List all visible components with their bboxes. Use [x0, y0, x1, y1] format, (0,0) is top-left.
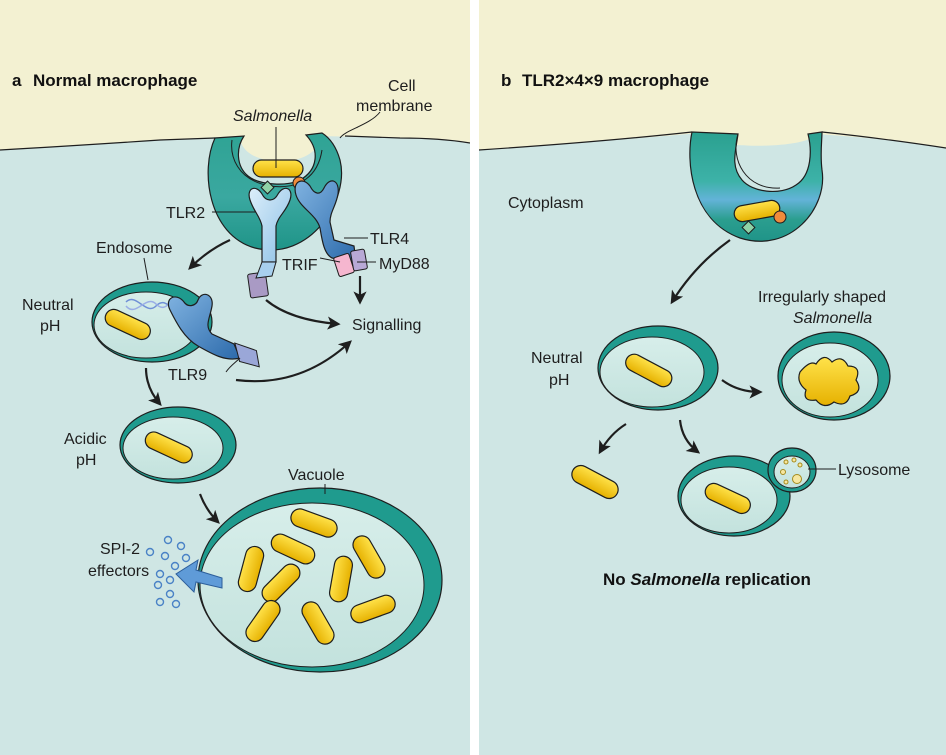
panel-b-extracellular — [479, 0, 946, 150]
panel-b-salmonella — [733, 199, 781, 223]
free-salmonella — [571, 464, 619, 500]
trif-label: TRIF — [282, 257, 318, 274]
acidic-ph-label-line2: pH — [76, 452, 96, 469]
neutral-ph-label-line2: pH — [40, 318, 60, 335]
irregular-salmonella — [798, 356, 860, 407]
vacuole-salmonella-group — [237, 508, 396, 645]
panel-b-title: TLR2×4×9 macrophage — [522, 71, 709, 90]
spi2-label-line2: effectors — [88, 563, 149, 580]
lysosome-label: Lysosome — [838, 462, 910, 479]
panel-b-neutral-ph-label-line1: Neutral — [531, 350, 583, 367]
salmonella-label: Salmonella — [233, 108, 312, 125]
endosome-salmonella — [104, 308, 151, 341]
panel-b-letter: b — [501, 71, 511, 90]
panel-b: b TLR2×4×9 macrophage Cytoplasm Neutral … — [478, 0, 946, 755]
panel-b-endocytic-pit — [689, 131, 824, 242]
panel-a-extracellular — [0, 0, 470, 162]
panel-a-letter: a — [12, 71, 22, 90]
panel-b-vesicle-salmonella — [625, 353, 673, 388]
cytoplasm-label: Cytoplasm — [508, 195, 584, 212]
endosome-label: Endosome — [96, 240, 173, 257]
spi2-effector-dots — [145, 535, 191, 609]
panel-b-lipoprotein-ligand — [773, 210, 787, 224]
spi2-label-line1: SPI-2 — [100, 541, 140, 558]
acidic-salmonella — [144, 431, 193, 464]
panel-a: a Normal macrophage Salmonella Cell memb… — [0, 0, 471, 755]
signalling-label: Signalling — [352, 317, 421, 334]
panel-a-title: Normal macrophage — [33, 71, 197, 90]
acidic-ph-label-line1: Acidic — [64, 431, 107, 448]
tlr2-receptor — [247, 187, 292, 299]
neutral-ph-label-line1: Neutral — [22, 297, 74, 314]
spi2-secretion-arrow — [175, 558, 223, 594]
irregular-label-line2: Salmonella — [793, 310, 872, 327]
panel-b-lps-ligand — [741, 220, 756, 235]
tlr2-label: TLR2 — [166, 205, 205, 222]
myd88-label: MyD88 — [379, 256, 430, 273]
no-replication-caption: No Salmonella replication — [603, 570, 811, 589]
cell-membrane-label-line1: Cell — [388, 78, 416, 95]
endocytic-pit — [207, 132, 342, 251]
panel-a-arrows — [144, 238, 367, 524]
tlr9-label: TLR9 — [168, 367, 207, 384]
panel-divider — [470, 0, 479, 755]
cell-membrane-label-line2: membrane — [356, 98, 433, 115]
salmonella-bacterium — [252, 159, 304, 178]
lps-ligand — [260, 180, 275, 195]
lysosome-granules — [780, 457, 803, 485]
tlr4-label: TLR4 — [370, 231, 409, 248]
panel-b-arrows — [598, 239, 763, 455]
lysosome-vesicle-salmonella — [704, 482, 751, 515]
irregular-label-line1: Irregularly shaped — [758, 289, 886, 306]
tlr9-receptor — [167, 293, 260, 368]
panel-b-neutral-ph-label-line2: pH — [549, 372, 569, 389]
tlr4-receptor — [294, 180, 368, 277]
vacuole-label: Vacuole — [288, 467, 345, 484]
panel-a-leader-lines — [143, 111, 381, 494]
